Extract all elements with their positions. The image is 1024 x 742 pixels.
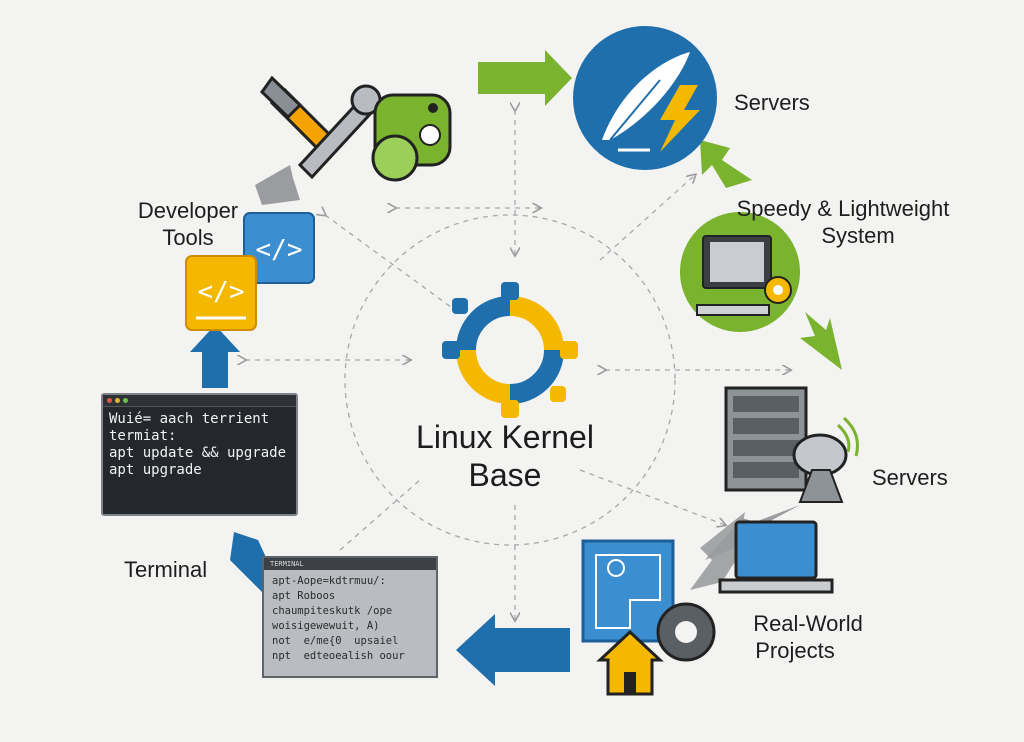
terminal-dark-line: termiat: — [109, 428, 177, 444]
terminal-light-window: TERMINAL apt-Aope=kdtrmuu/: apt Roboos cha… — [262, 556, 438, 678]
terminal-dark-line: apt upgrade — [109, 462, 202, 478]
code-icon: </> </> — [185, 212, 315, 331]
gear-icon — [656, 602, 716, 662]
satellite-dish-icon — [792, 416, 859, 503]
svg-text:</>: </> — [198, 277, 245, 307]
monitor-gear-icon — [680, 212, 800, 332]
house-icon — [596, 629, 664, 696]
terminal-dark-line: apt update && upgrade — [109, 445, 287, 461]
feather-lightning-icon — [573, 26, 717, 170]
dashed-connectors — [245, 110, 790, 620]
label-terminal: Terminal — [124, 557, 207, 582]
label-servers-right: Servers — [872, 465, 948, 490]
wrench-hammer-icon — [260, 75, 382, 180]
terminal-light-line: woisigewewuit, A) — [272, 620, 380, 632]
terminal-light-line: apt Roboos — [272, 590, 336, 602]
terminal-dark-line: Wuié= aach terrient — [109, 411, 270, 427]
terminal-light-text: apt-Aope=kdtrmuu/: apt Roboos chaumpitesku… — [264, 570, 436, 668]
svg-text:</>: </> — [256, 235, 303, 265]
server-rack-icon — [724, 386, 808, 492]
terminal-light-line: apt-Aope=kdtrmuu/: — [272, 575, 386, 587]
label-servers-top: Servers — [734, 90, 810, 115]
laptop-icon — [718, 520, 834, 594]
terminal-light-line: not e/me{0 upsaiel — [272, 635, 399, 647]
gamepad-gear-icon — [371, 93, 452, 182]
cycle-arrows — [190, 50, 842, 686]
linux-gear-icon — [442, 282, 578, 418]
terminal-light-title: TERMINAL — [264, 558, 436, 570]
terminal-dark-titlebar — [103, 395, 296, 407]
terminal-light-line: chaumpiteskutk /ope — [272, 605, 393, 617]
terminal-light-line: npt edteoealish oour — [272, 650, 405, 662]
